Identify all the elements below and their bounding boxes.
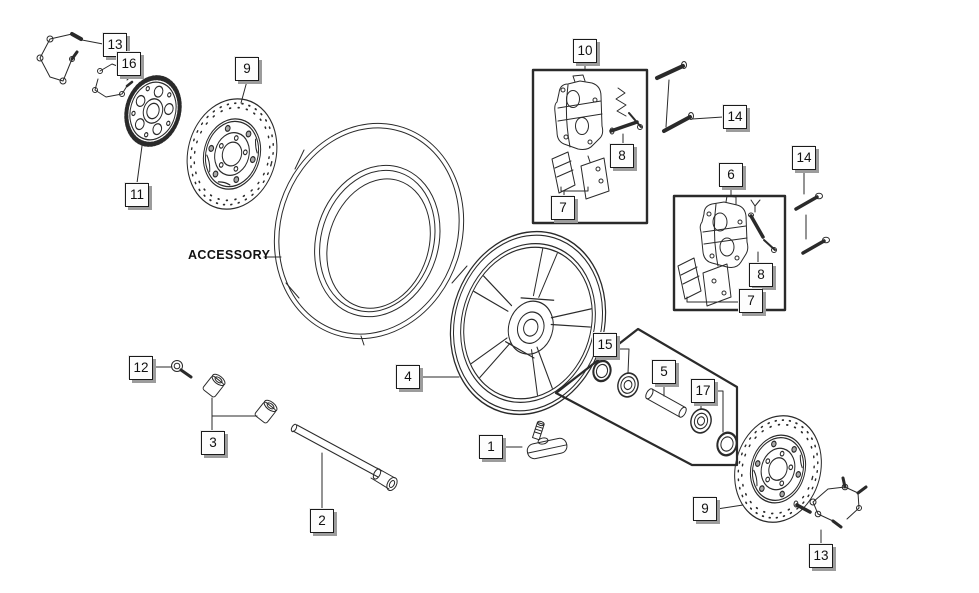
sensor-harness-top-art xyxy=(36,32,83,85)
tone-wheel-art xyxy=(124,75,182,147)
callout-9-bottom[interactable]: 9 xyxy=(693,497,717,521)
callout-14-right[interactable]: 14 xyxy=(792,146,816,170)
callout-14-top[interactable]: 14 xyxy=(723,105,747,129)
accessory-label: ACCESSORY xyxy=(188,248,271,262)
bearing-right-art xyxy=(690,408,712,434)
parts-box-6 xyxy=(672,194,787,312)
callout-8-box10[interactable]: 8 xyxy=(610,144,634,168)
callout-8-box6[interactable]: 8 xyxy=(749,263,773,287)
callout-3[interactable]: 3 xyxy=(201,431,225,455)
tire-art xyxy=(273,122,468,346)
caliper-10-art xyxy=(554,74,604,150)
tpms-valve-art xyxy=(526,420,568,460)
seal-left-art xyxy=(592,359,612,383)
axle-art xyxy=(290,423,398,492)
pad-pins-top-art xyxy=(655,61,694,133)
brake-disc-bottom-art xyxy=(734,415,822,523)
seal-right-art xyxy=(716,431,738,457)
callout-15[interactable]: 15 xyxy=(593,333,617,357)
callout-13-bottom[interactable]: 13 xyxy=(809,544,833,568)
callout-17[interactable]: 17 xyxy=(691,379,715,403)
spacer-bushings-art xyxy=(202,373,278,424)
front-wheel-art xyxy=(449,230,607,416)
callout-11[interactable]: 11 xyxy=(125,183,149,207)
callout-2[interactable]: 2 xyxy=(310,509,334,533)
caliper-6-art xyxy=(699,195,749,268)
pad-pin-kit-10-art xyxy=(609,87,643,135)
pad-pin-kit-6-art xyxy=(748,199,777,253)
callout-4[interactable]: 4 xyxy=(396,365,420,389)
bearing-left-art xyxy=(617,372,639,398)
bearing-kit-box xyxy=(554,327,739,467)
callout-7-box10[interactable]: 7 xyxy=(551,196,575,220)
leader-lines xyxy=(81,39,822,545)
hub-spacer-tube-art xyxy=(645,388,687,418)
brake-disc-top-art xyxy=(186,98,278,210)
callout-5[interactable]: 5 xyxy=(652,360,676,384)
bolt-12-art xyxy=(171,360,193,379)
callout-12[interactable]: 12 xyxy=(129,356,153,380)
brake-pads-6-art xyxy=(677,257,732,307)
sensor-harness-bottom-art xyxy=(793,476,868,529)
callout-6[interactable]: 6 xyxy=(719,163,743,187)
caliper-bolts-right-art xyxy=(794,192,830,255)
callout-9-top[interactable]: 9 xyxy=(235,57,259,81)
callout-10[interactable]: 10 xyxy=(573,39,597,63)
brake-pads-10-art xyxy=(551,151,610,200)
callout-16[interactable]: 16 xyxy=(117,52,141,76)
parts-box-10 xyxy=(531,68,649,225)
callout-1[interactable]: 1 xyxy=(479,435,503,459)
callout-7-box6[interactable]: 7 xyxy=(739,289,763,313)
